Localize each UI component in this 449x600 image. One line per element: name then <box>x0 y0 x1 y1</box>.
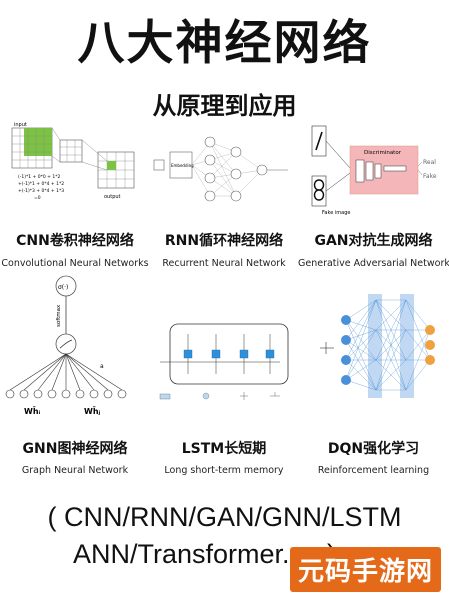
card-title-gnn: GNN图神经网络 <box>22 441 128 457</box>
card-title-gan: GAN对抗生成网络 <box>314 233 433 249</box>
footer-line-1: ( CNN/RNN/GAN/GNN/LSTM <box>47 502 402 532</box>
gnn-figure: σ(·) softmax a Wh̄ᵢ Wh̄ⱼ <box>0 272 140 424</box>
card-subtitle-gnn: Graph Neural Network <box>21 465 129 476</box>
page-title: 八大神经网络 <box>77 16 372 71</box>
gan-fake-image-label: Fake image <box>322 210 350 216</box>
card-title-cnn: CNN卷积神经网络 <box>16 233 134 249</box>
cnn-figure: input output (-1)*1 + 0*0 + 1*2 +(-1)*1 … <box>4 118 144 218</box>
gnn-w-right-label: Wh̄ⱼ <box>84 406 101 416</box>
cnn-input-label: input <box>14 122 27 128</box>
gnn-softmax-label: softmax <box>56 304 62 327</box>
cnn-equation-1: (-1)*1 + 0*0 + 1*2 <box>18 174 60 180</box>
cnn-equation-4: =0 <box>34 195 41 201</box>
gan-figure: Fake image Discriminator Real Fake <box>302 118 447 220</box>
rnn-figure: Embedding <box>148 130 298 220</box>
cnn-input-grid <box>11 127 53 169</box>
gan-discriminator-label: Discriminator <box>364 150 402 156</box>
page-subtitle: 从原理到应用 <box>152 91 297 120</box>
gan-real-label: Real <box>423 159 436 166</box>
gan-fake-label: Fake <box>423 173 437 180</box>
card-subtitle-lstm: Long short-term memory <box>164 465 284 476</box>
rnn-embedding-label: Embedding <box>171 163 194 168</box>
gnn-w-left-label: Wh̄ᵢ <box>24 406 41 416</box>
lstm-figure <box>140 318 300 414</box>
card-subtitle-rnn: Recurrent Neural Network <box>162 258 286 269</box>
watermark-logo: 元码手游网 <box>289 547 441 592</box>
card-title-lstm: LSTM长短期 <box>181 441 267 457</box>
card-subtitle-cnn: Convolutional Neural Networks <box>1 258 149 269</box>
gnn-top-node-label: σ(·) <box>58 284 68 291</box>
card-title-rnn: RNN循环神经网络 <box>164 233 284 249</box>
card-subtitle-dqn: Reinforcement learning <box>317 465 430 476</box>
card-title-dqn: DQN强化学习 <box>327 441 420 457</box>
card-subtitle-gan: Generative Adversarial Networks <box>298 258 449 269</box>
cnn-equation-2: +(-1)*1 + 0*4 + 1*2 <box>18 181 64 187</box>
cnn-output-label: output <box>104 194 121 200</box>
gnn-a-label: a <box>100 363 104 370</box>
dqn-figure <box>306 290 446 418</box>
cnn-equation-3: +(-1)*3 + 0*4 + 1*3 <box>18 188 64 194</box>
